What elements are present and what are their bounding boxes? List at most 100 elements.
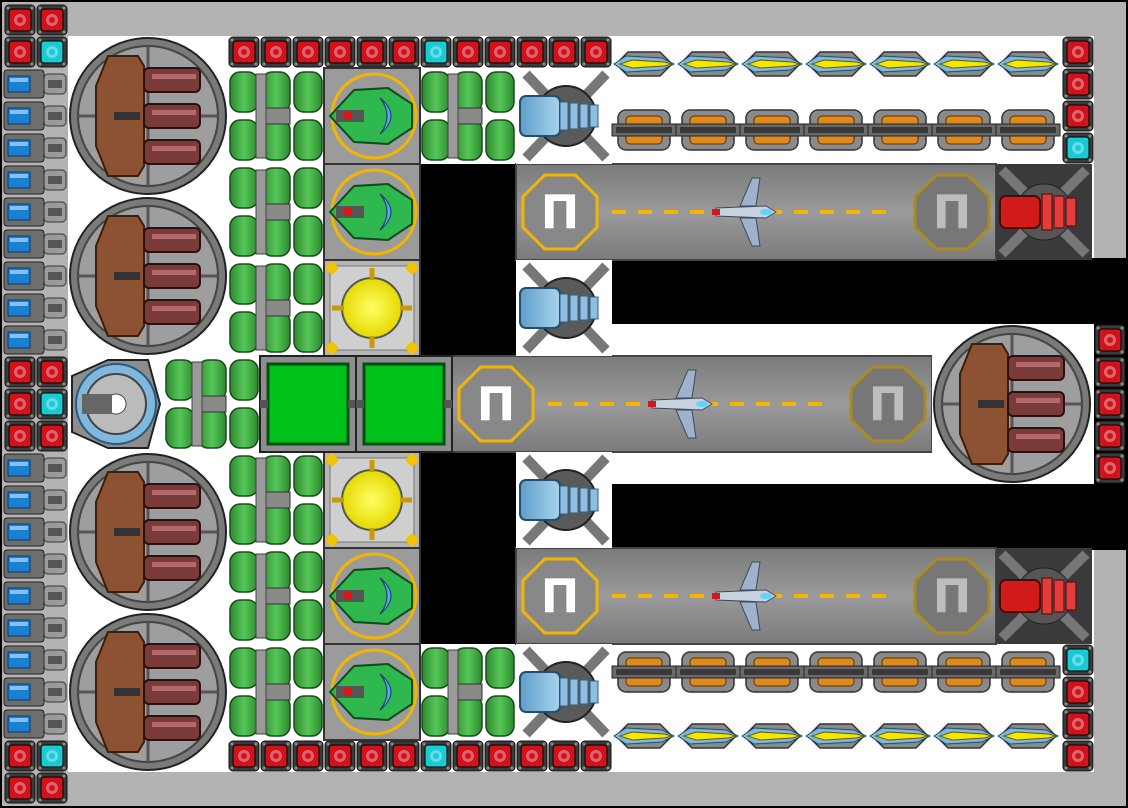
armor-block-icon[interactable] <box>1062 36 1094 68</box>
armor-block-icon[interactable] <box>1094 324 1126 356</box>
thruster-icon[interactable] <box>516 452 612 548</box>
armor-block-icon[interactable] <box>420 36 452 68</box>
armor-block-icon[interactable] <box>1062 740 1094 772</box>
armor-block-icon[interactable] <box>484 740 516 772</box>
armor-block-icon[interactable] <box>260 36 292 68</box>
laser-turret-icon[interactable] <box>869 51 932 77</box>
cannon-turret-icon[interactable] <box>995 651 1061 693</box>
cannon-turret-icon[interactable] <box>739 109 805 151</box>
laser-turret-icon[interactable] <box>677 51 740 77</box>
armor-block-icon[interactable] <box>356 36 388 68</box>
armor-block-icon[interactable] <box>1094 356 1126 388</box>
armor-block-icon[interactable] <box>36 36 68 68</box>
hangar-door-icon[interactable]: Π <box>521 173 599 251</box>
armor-block-icon[interactable] <box>4 4 36 36</box>
armor-block-icon[interactable] <box>1062 132 1094 164</box>
battery-cell-icon[interactable] <box>3 261 67 291</box>
laser-turret-icon[interactable] <box>805 51 868 77</box>
armor-block-icon[interactable] <box>324 740 356 772</box>
reactor-icon[interactable] <box>323 259 421 357</box>
hangar-door-icon[interactable]: Π <box>913 557 991 635</box>
capacitor-icon[interactable] <box>165 359 259 449</box>
battery-cell-icon[interactable] <box>3 197 67 227</box>
battery-cell-icon[interactable] <box>3 549 67 579</box>
laser-turret-icon[interactable] <box>613 723 676 749</box>
cockpit-icon[interactable] <box>323 163 421 261</box>
armor-block-icon[interactable] <box>36 420 68 452</box>
armor-block-icon[interactable] <box>1062 676 1094 708</box>
armor-block-icon[interactable] <box>1094 388 1126 420</box>
armor-block-icon[interactable] <box>36 740 68 772</box>
armor-block-icon[interactable] <box>388 36 420 68</box>
heavy-turret-icon[interactable] <box>69 613 227 771</box>
armor-block-icon[interactable] <box>548 36 580 68</box>
armor-block-icon[interactable] <box>1062 100 1094 132</box>
armor-block-icon[interactable] <box>4 420 36 452</box>
armor-block-icon[interactable] <box>292 36 324 68</box>
command-core-icon[interactable] <box>68 356 164 452</box>
heavy-turret-icon[interactable] <box>69 37 227 195</box>
reactor-icon[interactable] <box>323 451 421 549</box>
battery-cell-icon[interactable] <box>3 229 67 259</box>
battery-cell-icon[interactable] <box>3 133 67 163</box>
armor-block-icon[interactable] <box>1062 708 1094 740</box>
thruster-icon[interactable] <box>516 644 612 740</box>
cannon-turret-icon[interactable] <box>995 109 1061 151</box>
armor-block-icon[interactable] <box>516 740 548 772</box>
armor-block-icon[interactable] <box>388 740 420 772</box>
armor-block-icon[interactable] <box>4 740 36 772</box>
armor-block-icon[interactable] <box>452 36 484 68</box>
armor-block-icon[interactable] <box>420 740 452 772</box>
cannon-turret-icon[interactable] <box>739 651 805 693</box>
cockpit-icon[interactable] <box>323 643 421 741</box>
cannon-turret-icon[interactable] <box>611 109 677 151</box>
laser-turret-icon[interactable] <box>677 723 740 749</box>
armor-block-icon[interactable] <box>484 36 516 68</box>
cannon-turret-icon[interactable] <box>867 651 933 693</box>
battery-cell-icon[interactable] <box>3 517 67 547</box>
battery-cell-icon[interactable] <box>3 485 67 515</box>
armor-block-icon[interactable] <box>4 388 36 420</box>
heavy-turret-icon[interactable] <box>69 197 227 355</box>
hangar-door-icon[interactable]: Π <box>913 173 991 251</box>
hangar-door-icon[interactable]: Π <box>849 365 927 443</box>
laser-turret-icon[interactable] <box>933 51 996 77</box>
cannon-turret-icon[interactable] <box>931 651 997 693</box>
heavy-turret-icon[interactable] <box>69 453 227 611</box>
armor-block-icon[interactable] <box>1062 644 1094 676</box>
laser-turret-icon[interactable] <box>869 723 932 749</box>
cockpit-icon[interactable] <box>323 67 421 165</box>
cargo-bay-icon[interactable] <box>259 355 357 453</box>
drone-fighter-icon[interactable] <box>712 177 777 247</box>
armor-block-icon[interactable] <box>4 356 36 388</box>
laser-turret-icon[interactable] <box>997 723 1060 749</box>
armor-block-icon[interactable] <box>580 36 612 68</box>
armor-block-icon[interactable] <box>228 36 260 68</box>
battery-cell-icon[interactable] <box>3 165 67 195</box>
engine-icon[interactable] <box>996 164 1092 260</box>
armor-block-icon[interactable] <box>548 740 580 772</box>
cannon-turret-icon[interactable] <box>931 109 997 151</box>
capacitor-icon[interactable] <box>229 647 323 737</box>
armor-block-icon[interactable] <box>580 740 612 772</box>
cannon-turret-icon[interactable] <box>803 109 869 151</box>
hangar-door-icon[interactable]: Π <box>521 557 599 635</box>
armor-block-icon[interactable] <box>4 772 36 804</box>
cannon-turret-icon[interactable] <box>675 651 741 693</box>
capacitor-icon[interactable] <box>229 167 323 257</box>
thruster-icon[interactable] <box>516 68 612 164</box>
engine-icon[interactable] <box>996 548 1092 644</box>
armor-block-icon[interactable] <box>452 740 484 772</box>
laser-turret-icon[interactable] <box>613 51 676 77</box>
capacitor-icon[interactable] <box>229 455 323 545</box>
armor-block-icon[interactable] <box>516 36 548 68</box>
battery-cell-icon[interactable] <box>3 69 67 99</box>
laser-turret-icon[interactable] <box>997 51 1060 77</box>
battery-cell-icon[interactable] <box>3 293 67 323</box>
capacitor-icon[interactable] <box>229 551 323 641</box>
heavy-turret-icon[interactable] <box>933 325 1091 483</box>
